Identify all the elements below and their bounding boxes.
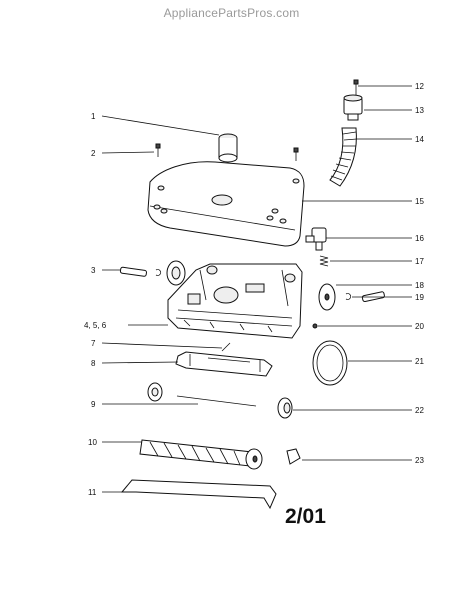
part-12-screw bbox=[353, 79, 359, 95]
part-10-brushroll bbox=[139, 439, 263, 470]
callout-15: 15 bbox=[415, 197, 424, 206]
callout-3: 3 bbox=[91, 266, 96, 275]
part-8-bracket bbox=[175, 351, 273, 377]
part-7-pin bbox=[221, 342, 231, 352]
part-2-screw bbox=[155, 143, 299, 161]
callout-4-5-6: 4, 5, 6 bbox=[84, 321, 107, 330]
part-15-hood bbox=[147, 161, 305, 247]
part-21-belt bbox=[312, 340, 348, 386]
callout-9: 9 bbox=[91, 400, 96, 409]
callout-21: 21 bbox=[415, 357, 424, 366]
callout-1: 1 bbox=[91, 112, 96, 121]
callout-14: 14 bbox=[415, 135, 424, 144]
part-18-wheel bbox=[318, 283, 336, 311]
callout-23: 23 bbox=[415, 456, 424, 465]
callout-12: 12 bbox=[415, 82, 424, 91]
part-9-rod bbox=[147, 382, 257, 407]
part-13-connector bbox=[343, 94, 363, 121]
part-16-valve bbox=[305, 227, 327, 251]
callout-16: 16 bbox=[415, 234, 424, 243]
part-14-hose bbox=[329, 127, 358, 187]
callout-7: 7 bbox=[91, 339, 96, 348]
leader-lines bbox=[101, 85, 412, 493]
revision-date: 2/01 bbox=[285, 505, 326, 528]
callout-22: 22 bbox=[415, 406, 424, 415]
part-17-spring bbox=[319, 255, 329, 267]
part-11-bumper bbox=[120, 479, 277, 510]
part-1-coupling bbox=[218, 133, 238, 163]
callout-11: 11 bbox=[88, 488, 97, 497]
callout-labels: 1 2 3 4, 5, 6 7 8 9 10 11 12 13 14 15 16… bbox=[84, 82, 424, 497]
callout-20: 20 bbox=[415, 322, 424, 331]
callout-19: 19 bbox=[415, 293, 424, 302]
callout-18: 18 bbox=[415, 281, 424, 290]
part-3-axle bbox=[119, 260, 186, 286]
part-23-clip bbox=[286, 448, 301, 465]
callout-13: 13 bbox=[415, 106, 424, 115]
callout-8: 8 bbox=[91, 359, 96, 368]
part-4-5-6-base bbox=[167, 263, 303, 339]
part-20-nut bbox=[312, 323, 318, 329]
part-22-endcap bbox=[277, 397, 293, 419]
watermark-text: AppliancePartsPros.com bbox=[163, 6, 300, 20]
callout-2: 2 bbox=[91, 149, 96, 158]
callout-10: 10 bbox=[88, 438, 97, 447]
callout-17: 17 bbox=[415, 257, 424, 266]
